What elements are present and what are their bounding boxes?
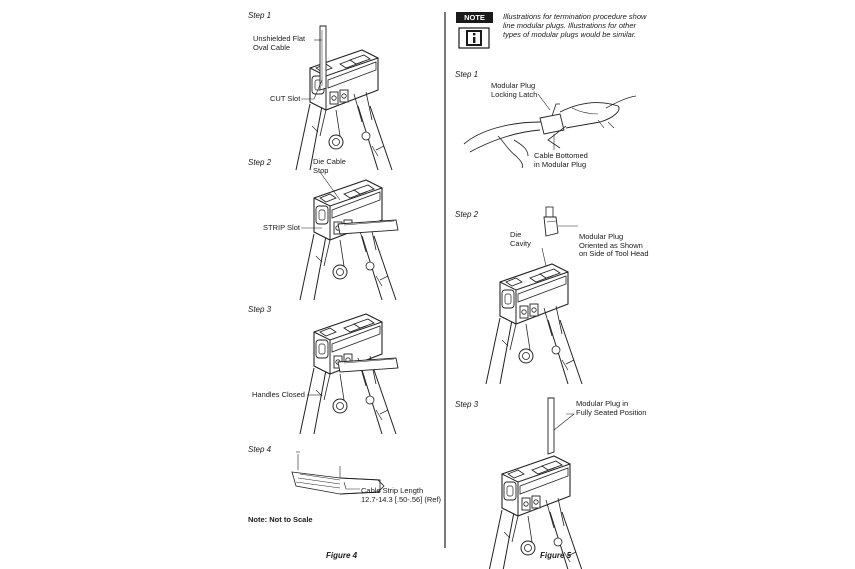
- step4-title: Step 4: [248, 445, 272, 454]
- label-handles-closed: Handles Closed: [252, 390, 305, 399]
- label-fully-seated: Modular Plug in Fully Seated Position: [576, 399, 647, 417]
- r-step2-title: Step 2: [455, 210, 479, 219]
- step2-tool-drawing: [299, 179, 397, 301]
- label-unshielded-cable: Unshielded Flat Oval Cable: [253, 34, 306, 52]
- label-strip-length: Cable Strip Length 12.7-14.3 [.50-.56] (…: [361, 486, 442, 504]
- r-step2-tool-drawing: [485, 263, 583, 385]
- step3-tool-drawing: [299, 313, 397, 435]
- figure5-caption: Figure 5: [540, 551, 572, 560]
- r-step2-plug-drawing: [543, 206, 559, 237]
- info-icon: [458, 27, 490, 49]
- r-step1-title: Step 1: [455, 70, 479, 79]
- label-not-to-scale: Note: Not to Scale: [248, 515, 313, 524]
- step3-title: Step 3: [248, 305, 272, 314]
- step1-title: Step 1: [248, 11, 272, 20]
- r-step3-seated-plug: [547, 397, 555, 455]
- label-cut-slot: CUT Slot: [270, 94, 301, 103]
- label-strip-slot: STRIP Slot: [263, 223, 300, 232]
- r-step1-hands-drawing: [463, 95, 637, 169]
- step1-tool-drawing: [295, 49, 393, 171]
- label-plug-oriented: Modular Plug Oriented as Shown on Side o…: [579, 232, 649, 258]
- label-locking-latch: Modular Plug Locking Latch: [491, 81, 538, 99]
- label-cable-bottomed: Cable Bottomed in Modular Plug: [534, 151, 588, 169]
- label-die-cavity: Die Cavity: [510, 230, 531, 248]
- note-text: Illustrations for termination procedure …: [503, 12, 647, 39]
- r-step3-title: Step 3: [455, 400, 479, 409]
- step2-title: Step 2: [248, 158, 272, 167]
- step4-stripped-cable: [291, 451, 385, 495]
- note-badge: NOTE: [456, 12, 493, 23]
- label-die-cable-stop: Die Cable Stop: [313, 157, 346, 175]
- step1-cable: [319, 25, 327, 91]
- figure4-caption: Figure 4: [326, 551, 358, 560]
